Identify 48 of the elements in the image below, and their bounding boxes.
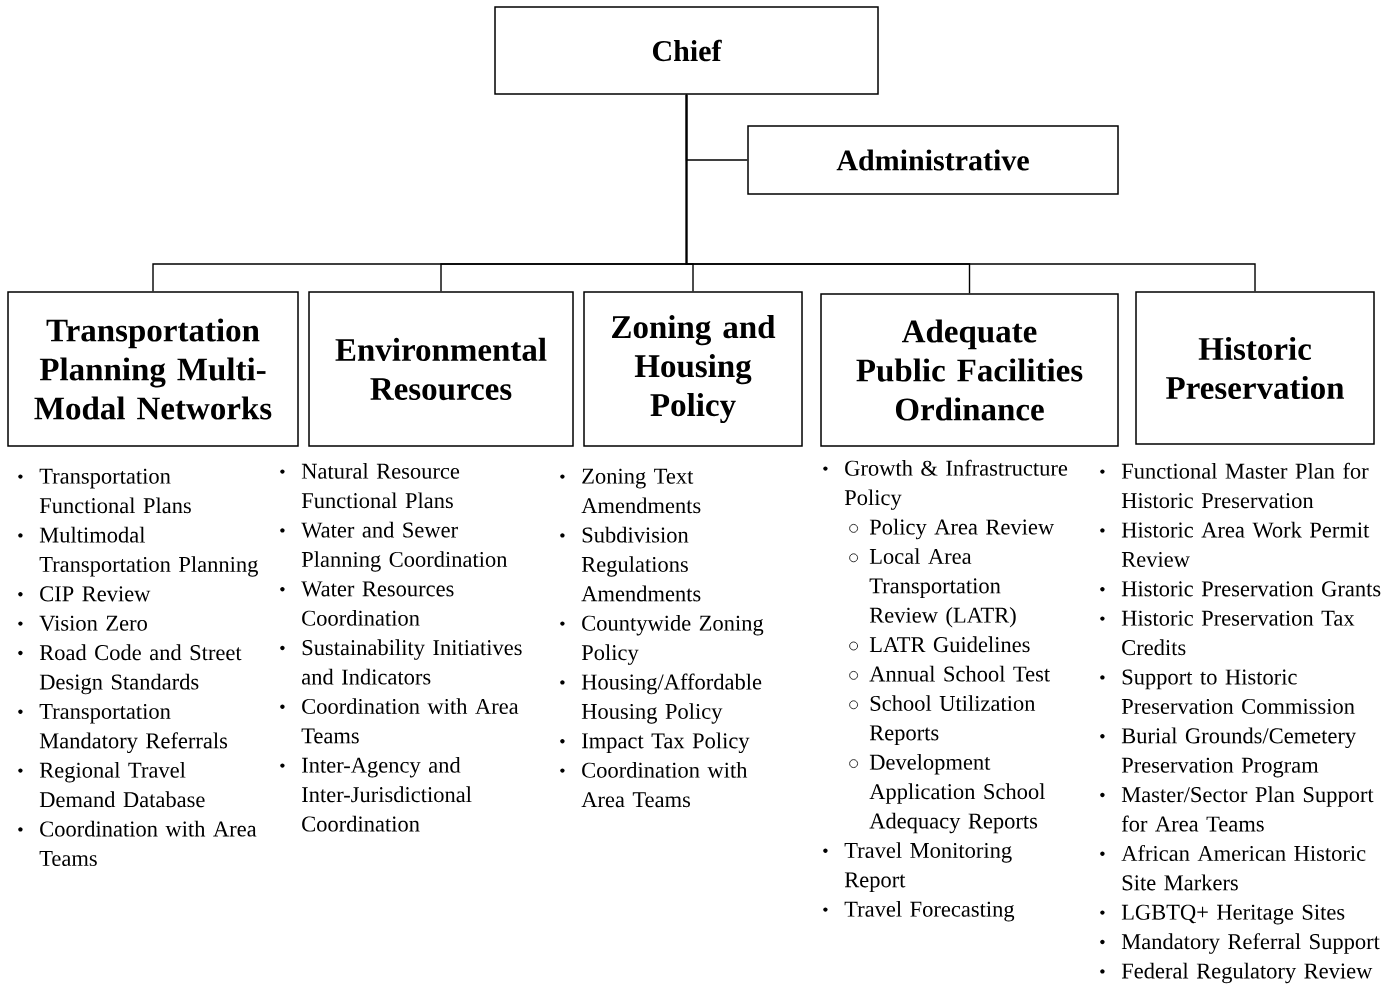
department-box: Historic Preservation [1135, 291, 1375, 445]
list-item: Multimodal Transportation Planning [18, 526, 258, 577]
list-item: Road Code and Street Design Standards [18, 644, 242, 695]
list-item: Burial Grounds/Cemetery Preservation Program [1100, 727, 1357, 778]
list-item: Growth & Infrastructure Policy [823, 459, 1068, 510]
department-box: Transportation Planning Multi-Modal Networks [7, 291, 299, 447]
list-item: CIP Review [18, 586, 151, 602]
list-item: Housing/Affordable Housing Policy [560, 673, 762, 724]
list-item: Zoning Text Amendments [560, 468, 701, 514]
list-item: Water Resources Coordination [280, 581, 454, 626]
list-item: Historic Preservation Grants [1100, 581, 1381, 597]
list-item: Historic Preservation Tax Credits [1100, 610, 1355, 656]
list-item: Regional Travel Demand Database [18, 761, 205, 808]
list-item: LATR Guidelines [849, 636, 1030, 653]
list-item: Local Area Transportation Review (LATR) [849, 548, 1016, 628]
list-item: Mandatory Referral Support [1100, 933, 1380, 954]
list-item: Impact Tax Policy [560, 732, 750, 754]
list-item: Master/Sector Plan Support for Area Teams [1100, 786, 1374, 832]
list-item: Support to Historic Preservation Commission [1100, 669, 1355, 714]
list-item: Subdivision Regulations Amendments [560, 526, 701, 602]
list-item: Sustainability Initiatives and Indicators [280, 639, 522, 685]
department-box: Adequate Public Facilities Ordinance [820, 293, 1119, 447]
list-item: Water and Sewer Planning Coordination [280, 521, 508, 572]
list-item: Transportation Functional Plans [18, 468, 191, 514]
list-item: Vision Zero [18, 615, 147, 631]
list-item: Natural Resource Functional Plans [280, 463, 460, 509]
list-item: Countywide Zoning Policy [560, 614, 764, 665]
list-item: LGBTQ+ Heritage Sites [1100, 904, 1345, 925]
department-box: Zoning and Housing Policy [583, 291, 803, 447]
list-item: Transportation Mandatory Referrals [18, 703, 228, 754]
list-item: African American Historic Site Markers [1100, 844, 1366, 891]
list-item: Development Application School Adequacy Reports [849, 753, 1045, 834]
list-item: Policy Area Review [849, 518, 1055, 540]
list-item: Travel Forecasting [823, 900, 1015, 922]
list-item: Travel Monitoring Report [823, 842, 1012, 892]
connector-line [685, 94, 1256, 292]
list-item: School Utilization Reports [849, 695, 1036, 745]
list-item: Functional Master Plan for Historic Preservation [1100, 462, 1369, 509]
list-item: Coordination with Area Teams [560, 761, 748, 808]
list-item: Historic Area Work Permit Review [1100, 521, 1370, 567]
list-item: Annual School Test [849, 665, 1050, 682]
list-item: Inter-Agency and Inter-Jurisdictional Coordination [280, 756, 472, 832]
list-item: Coordination with Area Teams [280, 698, 519, 744]
org-box: Administrative [747, 125, 1119, 195]
list-item: Federal Regulatory Review [1100, 962, 1373, 984]
department-box: Environmental Resources [308, 291, 574, 447]
org-box: Chief [494, 6, 879, 95]
list-item: Coordination with Area Teams [18, 820, 257, 866]
